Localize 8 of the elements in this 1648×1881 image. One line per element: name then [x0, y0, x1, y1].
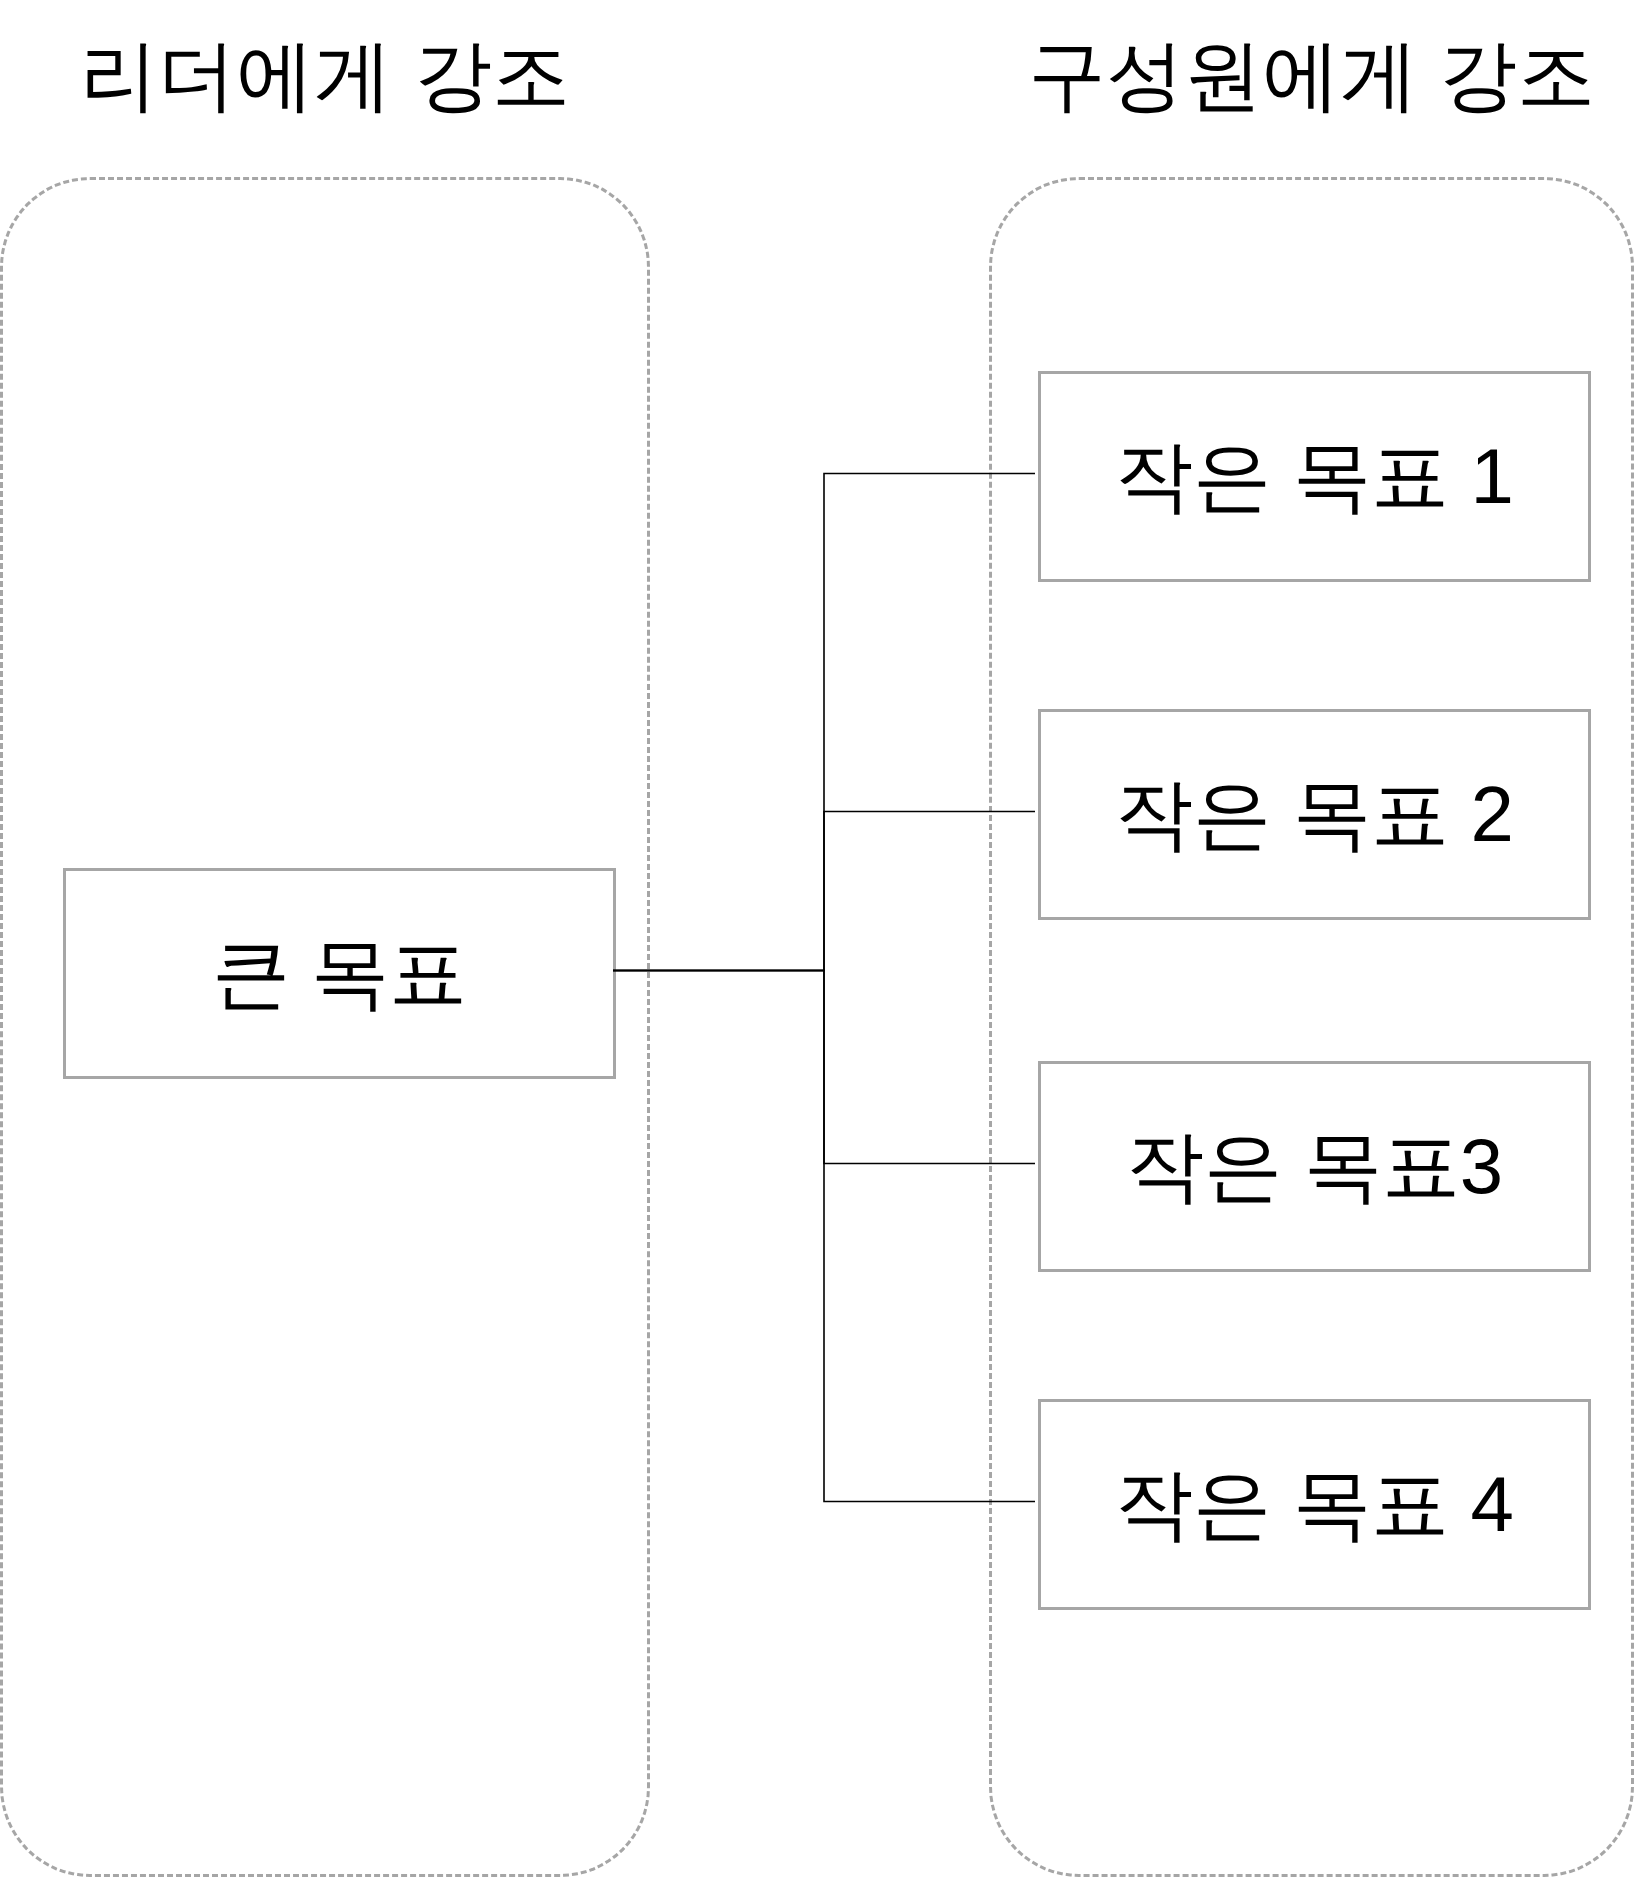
connector-line	[612, 969, 1036, 1503]
goal-box: 작은 목표 4	[1038, 1399, 1591, 1610]
goal-box: 작은 목표 1	[1038, 371, 1591, 582]
goal-box: 큰 목표	[63, 868, 616, 1079]
group-heading: 구성원에게 강조	[1026, 30, 1597, 121]
group-heading: 리더에게 강조	[79, 30, 571, 121]
goal-box: 작은 목표3	[1038, 1061, 1591, 1272]
goal-box: 작은 목표 2	[1038, 709, 1591, 920]
